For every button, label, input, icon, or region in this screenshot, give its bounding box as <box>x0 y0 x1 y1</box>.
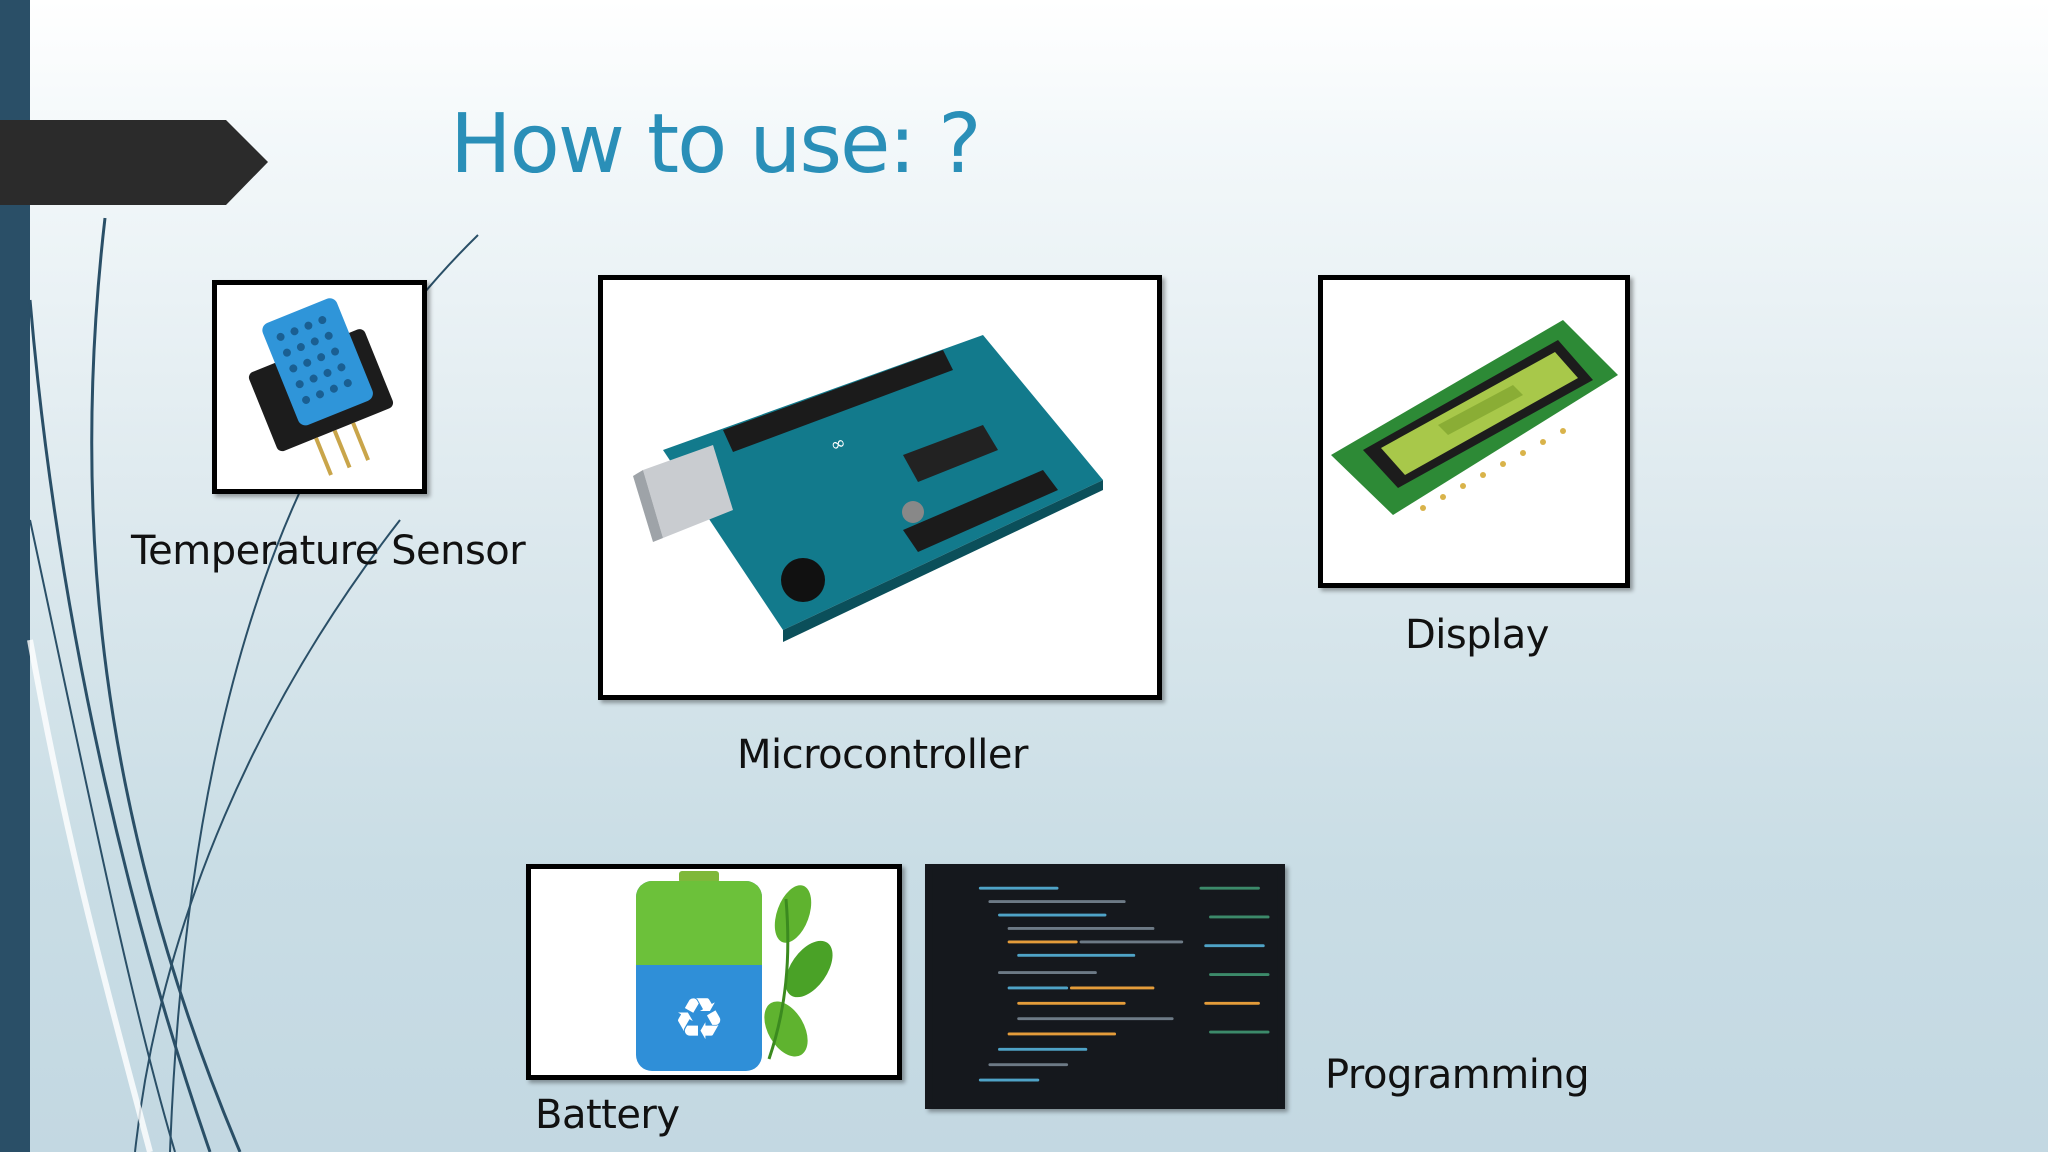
svg-text:♻: ♻ <box>673 985 725 1053</box>
temperature-sensor-label: Temperature Sensor <box>131 528 526 574</box>
programming-label: Programming <box>1325 1052 1590 1098</box>
title-arrow-tab <box>0 120 268 205</box>
temperature-sensor-image <box>212 280 427 494</box>
display-label: Display <box>1405 612 1549 658</box>
svg-text:∞: ∞ <box>828 432 849 457</box>
display-image <box>1318 275 1630 588</box>
microcontroller-image: ∞ <box>598 275 1162 700</box>
programming-image <box>925 864 1285 1109</box>
microcontroller-label: Microcontroller <box>737 732 1028 778</box>
battery-label: Battery <box>535 1092 680 1138</box>
dht11-sensor-icon <box>248 298 394 476</box>
code-screen-icon <box>932 869 1278 1104</box>
battery-recycle-icon: ♻ <box>636 871 833 1071</box>
arduino-board-icon: ∞ <box>633 335 1103 642</box>
lcd-module-icon <box>1331 320 1618 515</box>
battery-image: ♻ <box>526 864 902 1080</box>
slide-title: How to use: ? <box>450 97 982 192</box>
